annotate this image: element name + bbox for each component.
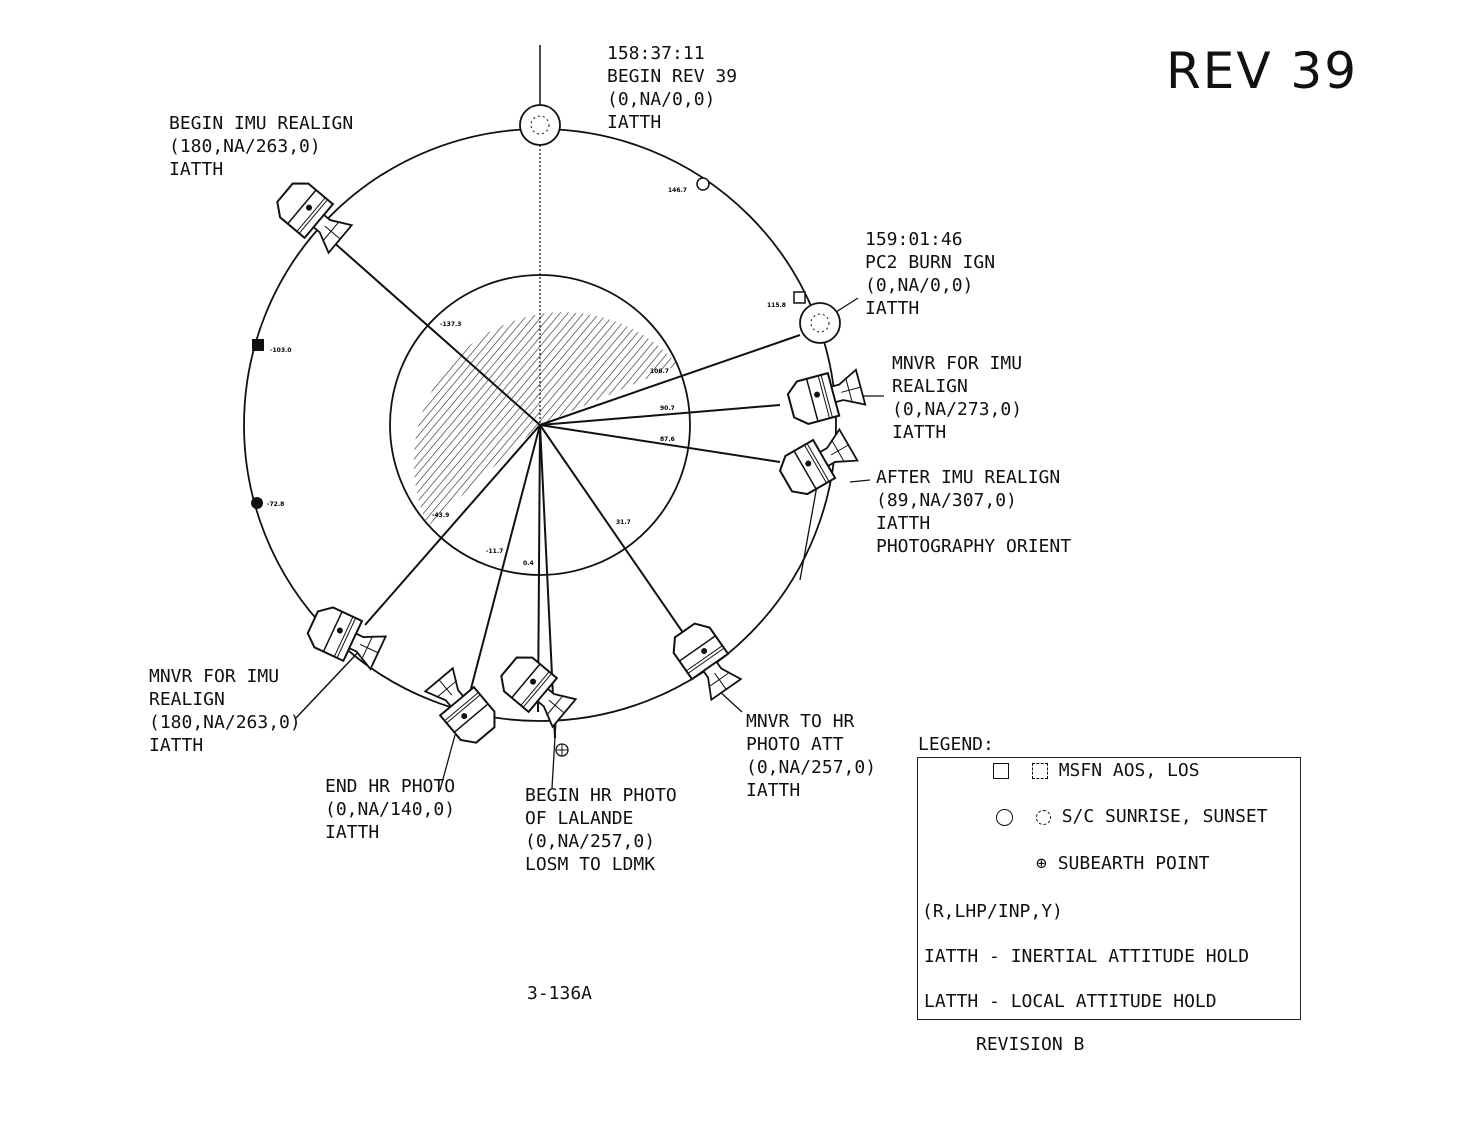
event-end-hr-photo: END HR PHOTO(0,NA/140,0)IATTH — [325, 776, 456, 843]
svg-text:-137.3: -137.3 — [440, 321, 461, 328]
dashed-square-icon — [1031, 763, 1048, 779]
legend: MSFN AOS, LOS S/C SUNRISE, SUNSET ⊕ SUBE… — [917, 757, 1301, 1020]
legend-msfn: MSFN AOS, LOS — [1058, 760, 1200, 781]
moon-dark-side — [413, 312, 678, 526]
open-square-icon — [993, 763, 1009, 779]
sunset-marker — [251, 497, 263, 509]
svg-text:-72.8: -72.8 — [267, 501, 284, 508]
subearth-icon: ⊕ — [1036, 853, 1047, 874]
event-begin-imu-realign: BEGIN IMU REALIGN(180,NA/263,0)IATTH — [169, 113, 354, 180]
legend-sunrise: S/C SUNRISE, SUNSET — [1061, 806, 1268, 827]
svg-text:-43.9: -43.9 — [432, 512, 449, 519]
spacecraft-icon — [421, 664, 504, 751]
svg-text:0.4: 0.4 — [523, 560, 534, 567]
tick-labels: 146.7 115.8 -103.0 -72.8 -137.3 106.7 90… — [267, 187, 786, 567]
svg-text:115.8: 115.8 — [767, 302, 786, 309]
svg-text:31.7: 31.7 — [616, 519, 631, 526]
legend-latth: LATTH - LOCAL ATTITUDE HOLD — [924, 991, 1217, 1012]
begin-rev-node — [519, 104, 561, 146]
spacecraft-icon — [493, 648, 580, 731]
svg-text:-103.0: -103.0 — [270, 347, 291, 354]
svg-text:90.7: 90.7 — [660, 405, 675, 412]
svg-text:87.6: 87.6 — [660, 436, 675, 443]
svg-text:-11.7: -11.7 — [486, 548, 503, 555]
open-circle-icon — [996, 808, 1013, 826]
dashed-circle-icon — [1035, 809, 1051, 825]
subearth-point-icon — [555, 743, 569, 757]
legend-title: LEGEND: — [918, 734, 994, 755]
legend-subearth: SUBEARTH POINT — [1057, 853, 1210, 874]
spacecraft-icon — [665, 616, 746, 704]
revision-label: REVISION B — [976, 1034, 1085, 1055]
pc2-burn-node — [799, 302, 841, 344]
page-title: REV 39 — [1166, 42, 1359, 100]
figure-number: 3-136A — [527, 983, 593, 1004]
spacecraft-icon — [784, 364, 868, 429]
legend-format: (R,LHP/INP,Y) — [922, 901, 1063, 922]
legend-iatth: IATTH - INERTIAL ATTITUDE HOLD — [924, 946, 1250, 967]
spacecraft-icon — [269, 174, 356, 257]
spacecraft-icon — [774, 424, 861, 502]
sunrise-marker — [696, 177, 710, 191]
svg-text:146.7: 146.7 — [668, 187, 687, 194]
svg-text:106.7: 106.7 — [650, 368, 669, 375]
aos-marker — [793, 291, 806, 304]
los-marker — [252, 339, 264, 351]
